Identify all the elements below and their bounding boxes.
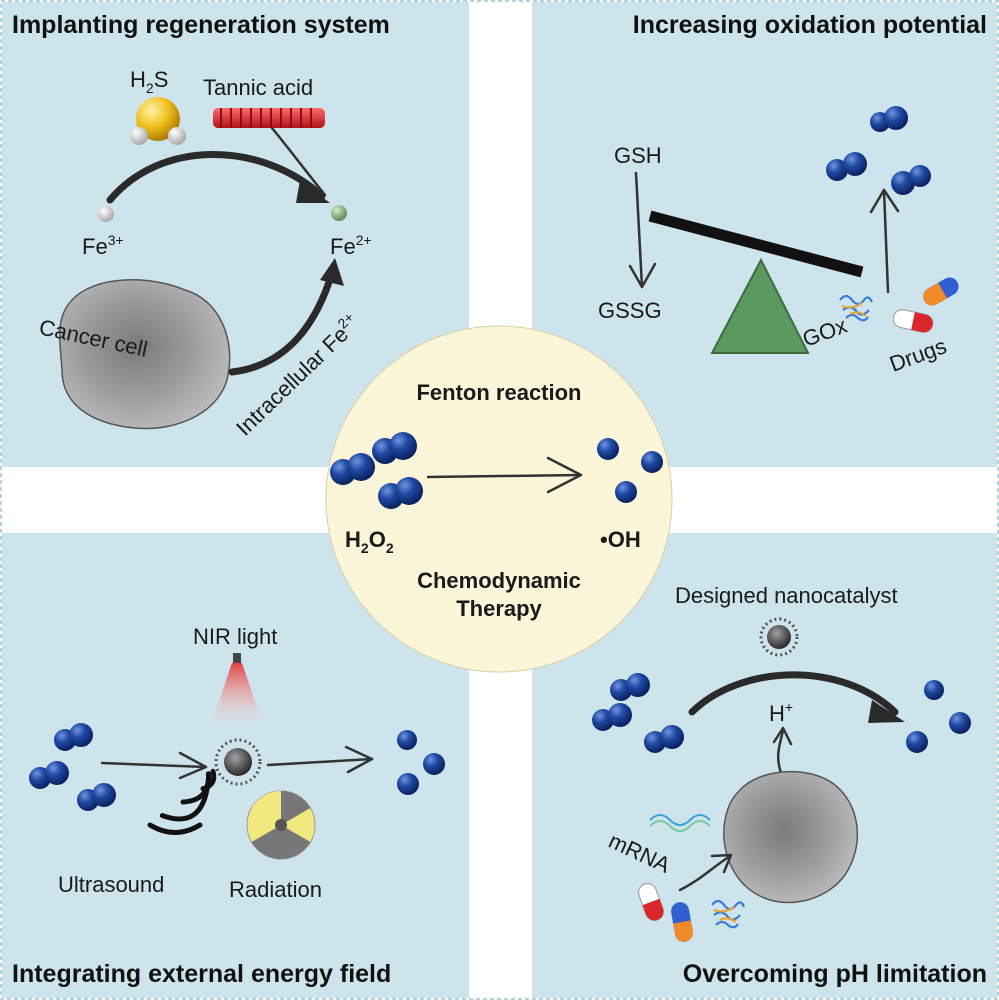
drug-capsule-icon xyxy=(671,902,693,942)
ph-arrowhead xyxy=(868,700,905,723)
h2o2-molecule-icon xyxy=(592,703,632,731)
proton-arrow xyxy=(776,728,785,775)
fe3-ion-icon xyxy=(98,206,114,222)
hydroxyl-radical-icon xyxy=(924,680,944,700)
balance-beam xyxy=(648,210,864,278)
hydroxyl-radical-icon xyxy=(906,731,928,753)
drug-capsule-icon xyxy=(892,309,934,333)
energy-arrowhead-out xyxy=(344,745,374,774)
h2o2-molecule-icon xyxy=(29,761,69,789)
gsh-label: GSH xyxy=(614,143,662,168)
tannic-acid-label: Tannic acid xyxy=(203,75,313,100)
radiation-label: Radiation xyxy=(229,877,322,902)
cancer-cell-icon xyxy=(723,770,858,904)
intracellular-arrow xyxy=(228,266,337,376)
proton-label: H+ xyxy=(769,699,793,726)
mrna-icon xyxy=(649,814,711,832)
ph-delivery-arrow xyxy=(678,854,732,892)
h2s-label: H2S xyxy=(130,67,168,96)
drug-capsule-icon xyxy=(923,277,959,306)
energy-field-panel: NIR light xyxy=(29,624,445,902)
tannic-acid-icon xyxy=(213,108,325,128)
fenton-center: Fenton reaction H2O2 •OH Chemodynamic Th… xyxy=(325,325,673,673)
balance-fulcrum xyxy=(710,257,810,354)
cancer-cell-icon xyxy=(59,279,231,430)
fenton-arrowhead xyxy=(546,456,583,494)
h2o2-molecule-icon xyxy=(610,673,650,701)
hydroxyl-radical-icon xyxy=(423,753,445,775)
regeneration-arrowhead xyxy=(296,180,330,203)
fe2-label: Fe2+ xyxy=(330,232,372,259)
hydroxyl-radical-icon xyxy=(397,773,419,795)
h2s-molecule-icon xyxy=(130,97,186,145)
h2o2-molecule-icon xyxy=(891,165,931,195)
ultrasound-label: Ultrasound xyxy=(58,872,164,897)
drug-capsule-icon xyxy=(638,883,664,921)
h2o2-molecule-icon xyxy=(330,453,375,485)
enzyme-icon xyxy=(711,899,746,929)
h2o2-molecule-icon xyxy=(54,723,93,751)
nanocatalyst-label: Designed nanocatalyst xyxy=(675,583,898,608)
h2o2-molecule-icon xyxy=(372,432,417,464)
ph-panel: Designed nanocatalyst H+ xyxy=(592,583,971,942)
ph-delivery-arrowhead xyxy=(710,853,733,874)
h2o2-molecule-icon xyxy=(77,783,116,811)
gsh-arrowhead xyxy=(628,262,657,289)
h2o2-molecule-icon xyxy=(826,152,867,181)
hydroxyl-radical-icon xyxy=(641,451,663,473)
panel-title-ph: Overcoming pH limitation xyxy=(683,960,987,988)
nanocatalyst-icon xyxy=(759,617,799,657)
h2o2-molecule-icon xyxy=(870,106,908,132)
fe2-ion-icon xyxy=(331,205,347,221)
fe3-label: Fe3+ xyxy=(82,232,124,259)
panel-title-energy-field: Integrating external energy field xyxy=(12,960,391,988)
h2o2-label: H2O2 xyxy=(345,527,394,556)
ultrasound-icon xyxy=(147,768,217,835)
hydroxyl-radical-icon xyxy=(949,712,971,734)
energy-arrow-out xyxy=(266,757,374,767)
intracellular-arrowhead xyxy=(320,258,344,286)
fenton-title: Fenton reaction xyxy=(416,380,581,405)
center-circle xyxy=(325,325,673,673)
nir-light-label: NIR light xyxy=(193,624,277,649)
ph-arrow xyxy=(688,671,899,716)
nir-beam xyxy=(212,663,262,722)
gsh-arrow xyxy=(634,171,644,289)
oxidation-up-arrowhead xyxy=(869,188,900,214)
radiation-icon xyxy=(246,790,316,860)
h2o2-molecule-icon xyxy=(644,725,684,753)
cdt-label-line1: Chemodynamic xyxy=(417,568,581,593)
tannic-arrow xyxy=(270,126,327,197)
oxidation-up-arrow xyxy=(882,188,890,294)
hydroxyl-label: •OH xyxy=(600,527,641,552)
panel-title-regeneration: Implanting regeneration system xyxy=(12,11,390,39)
hydroxyl-radical-icon xyxy=(597,438,619,460)
gox-enzyme-icon xyxy=(839,294,873,322)
fenton-arrow xyxy=(426,473,582,479)
energy-arrowhead-in xyxy=(178,751,208,780)
cdt-label-line2: Therapy xyxy=(456,596,542,621)
energy-arrow-in xyxy=(100,761,208,769)
proton-arrowhead xyxy=(772,726,793,746)
h2o2-molecule-icon xyxy=(378,477,423,509)
hydroxyl-radical-icon xyxy=(397,730,417,750)
regeneration-arrow xyxy=(106,151,326,204)
nir-laser-icon xyxy=(233,653,241,663)
panel-title-oxidation: Increasing oxidation potential xyxy=(633,11,987,39)
hydroxyl-radical-icon xyxy=(615,481,637,503)
gssg-label: GSSG xyxy=(598,298,662,323)
nanocatalyst-icon xyxy=(214,738,262,786)
